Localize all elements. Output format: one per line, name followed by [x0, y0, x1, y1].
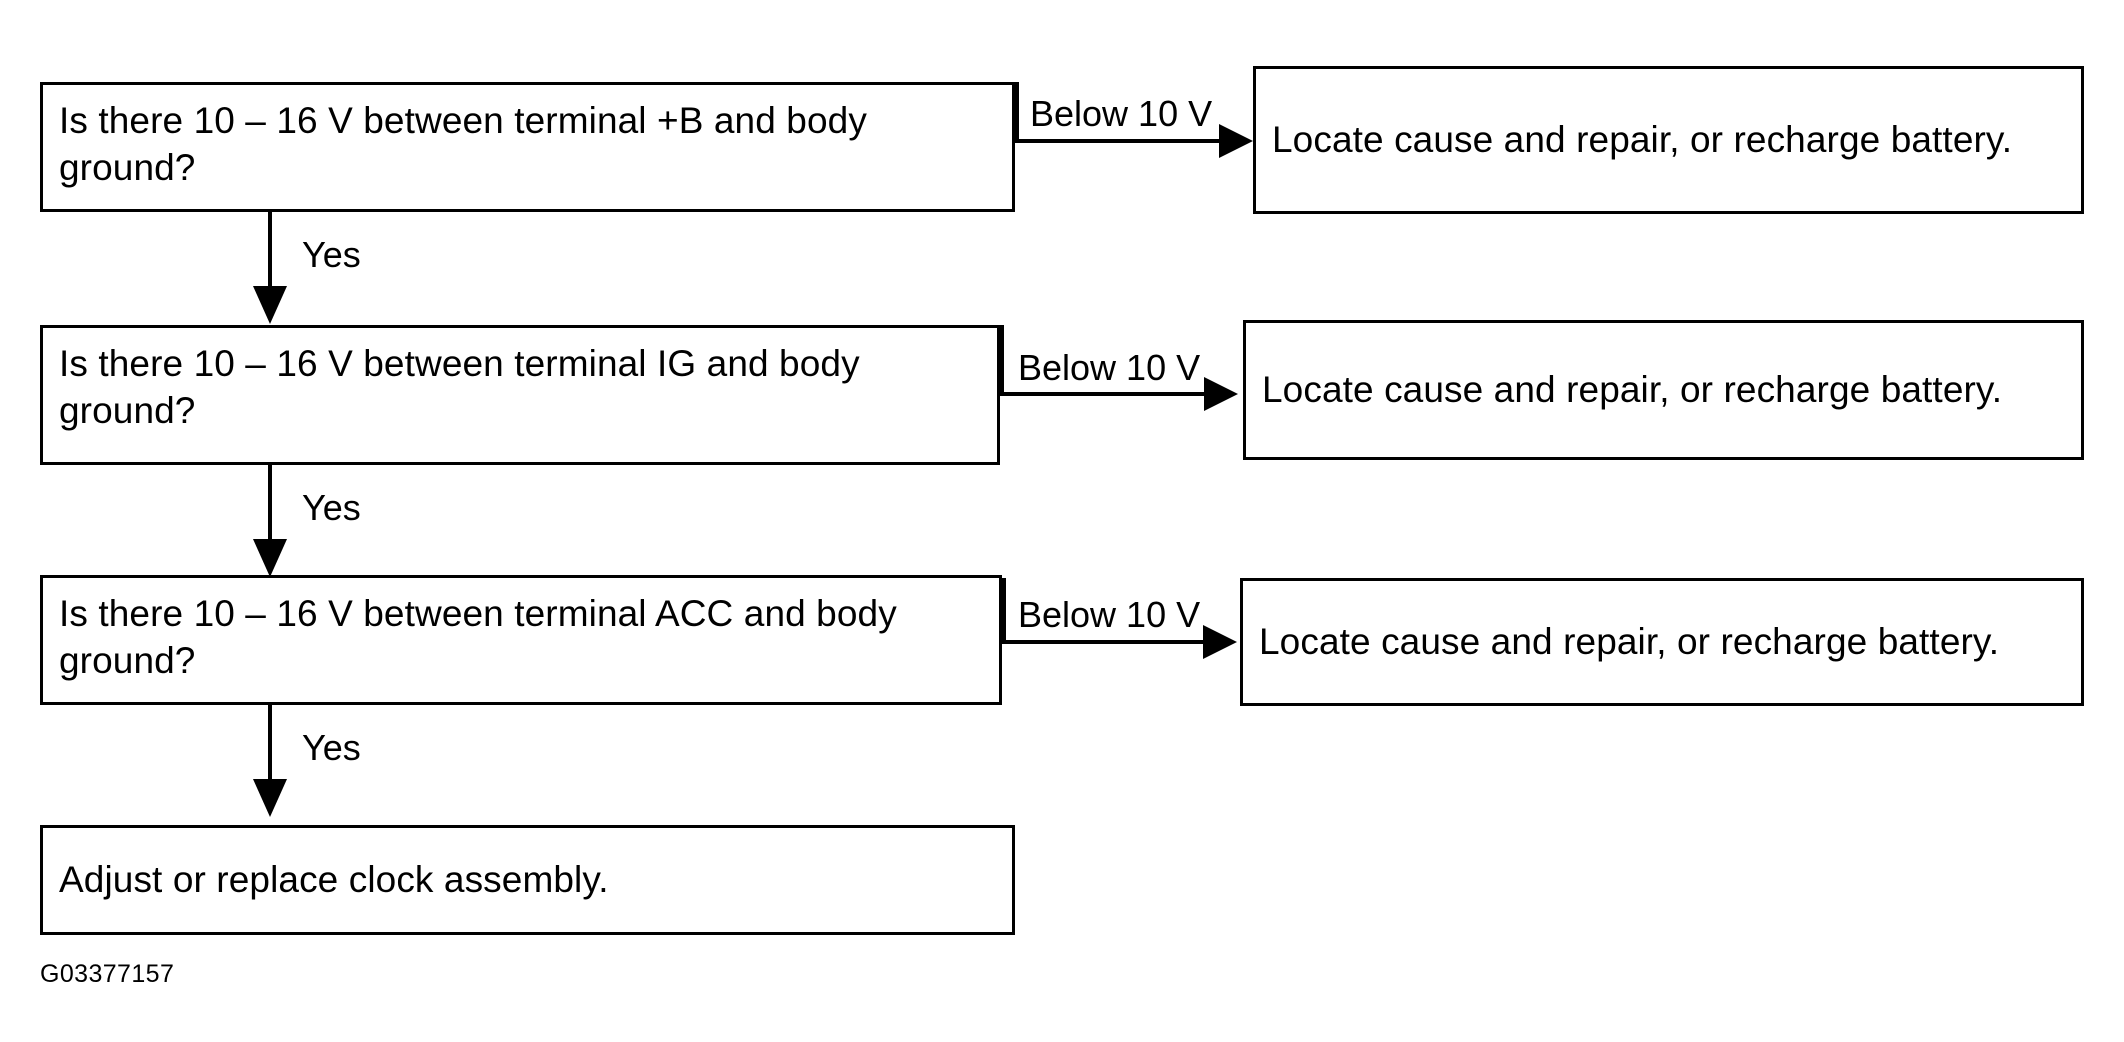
edge-label-yes-2: Yes [302, 487, 361, 528]
figure-caption: G03377157 [40, 960, 175, 988]
arrowhead-right-icon [1204, 377, 1238, 411]
flowchart-node-question-plus-b: Is there 10 – 16 V between terminal +B a… [40, 82, 1015, 212]
flowchart-node-question-acc: Is there 10 – 16 V between terminal ACC … [40, 575, 1002, 705]
edge-label-below-10v-2: Below 10 V [1018, 347, 1201, 388]
node-text: Is there 10 – 16 V between terminal IG a… [59, 343, 860, 432]
arrowhead-down-icon [253, 539, 287, 577]
node-text: Is there 10 – 16 V between terminal ACC … [59, 593, 897, 682]
edge-label-yes-1: Yes [302, 234, 361, 275]
flowchart-node-result-2: Locate cause and repair, or recharge bat… [1243, 320, 2084, 460]
connector-vertical-branch-2 [1000, 325, 1004, 394]
arrowhead-right-icon [1203, 625, 1237, 659]
connector-horizontal-branch-2 [1000, 392, 1208, 396]
node-text: Adjust or replace clock assembly. [59, 859, 609, 901]
arrowhead-down-icon [253, 286, 287, 324]
connector-vertical-yes-1 [268, 212, 272, 290]
arrowhead-down-icon [253, 779, 287, 817]
node-text: Locate cause and repair, or recharge bat… [1262, 369, 2003, 411]
flowchart-node-final-action: Adjust or replace clock assembly. [40, 825, 1015, 935]
node-text: Locate cause and repair, or recharge bat… [1272, 119, 2013, 161]
flowchart-node-result-1: Locate cause and repair, or recharge bat… [1253, 66, 2084, 214]
arrowhead-right-icon [1219, 124, 1253, 158]
connector-vertical-yes-2 [268, 465, 272, 543]
connector-vertical-branch-3 [1002, 578, 1006, 642]
connector-vertical-yes-3 [268, 705, 272, 783]
edge-label-below-10v-1: Below 10 V [1030, 93, 1213, 134]
edge-label-yes-3: Yes [302, 727, 361, 768]
connector-horizontal-branch-3 [1002, 640, 1207, 644]
flowchart-node-question-ig: Is there 10 – 16 V between terminal IG a… [40, 325, 1000, 465]
edge-label-below-10v-3: Below 10 V [1018, 594, 1201, 635]
node-text: Is there 10 – 16 V between terminal +B a… [59, 100, 867, 189]
connector-horizontal-branch-1 [1015, 139, 1223, 143]
flowchart-node-result-3: Locate cause and repair, or recharge bat… [1240, 578, 2084, 706]
node-text: Locate cause and repair, or recharge bat… [1259, 621, 2000, 663]
connector-vertical-branch-1 [1015, 82, 1019, 141]
